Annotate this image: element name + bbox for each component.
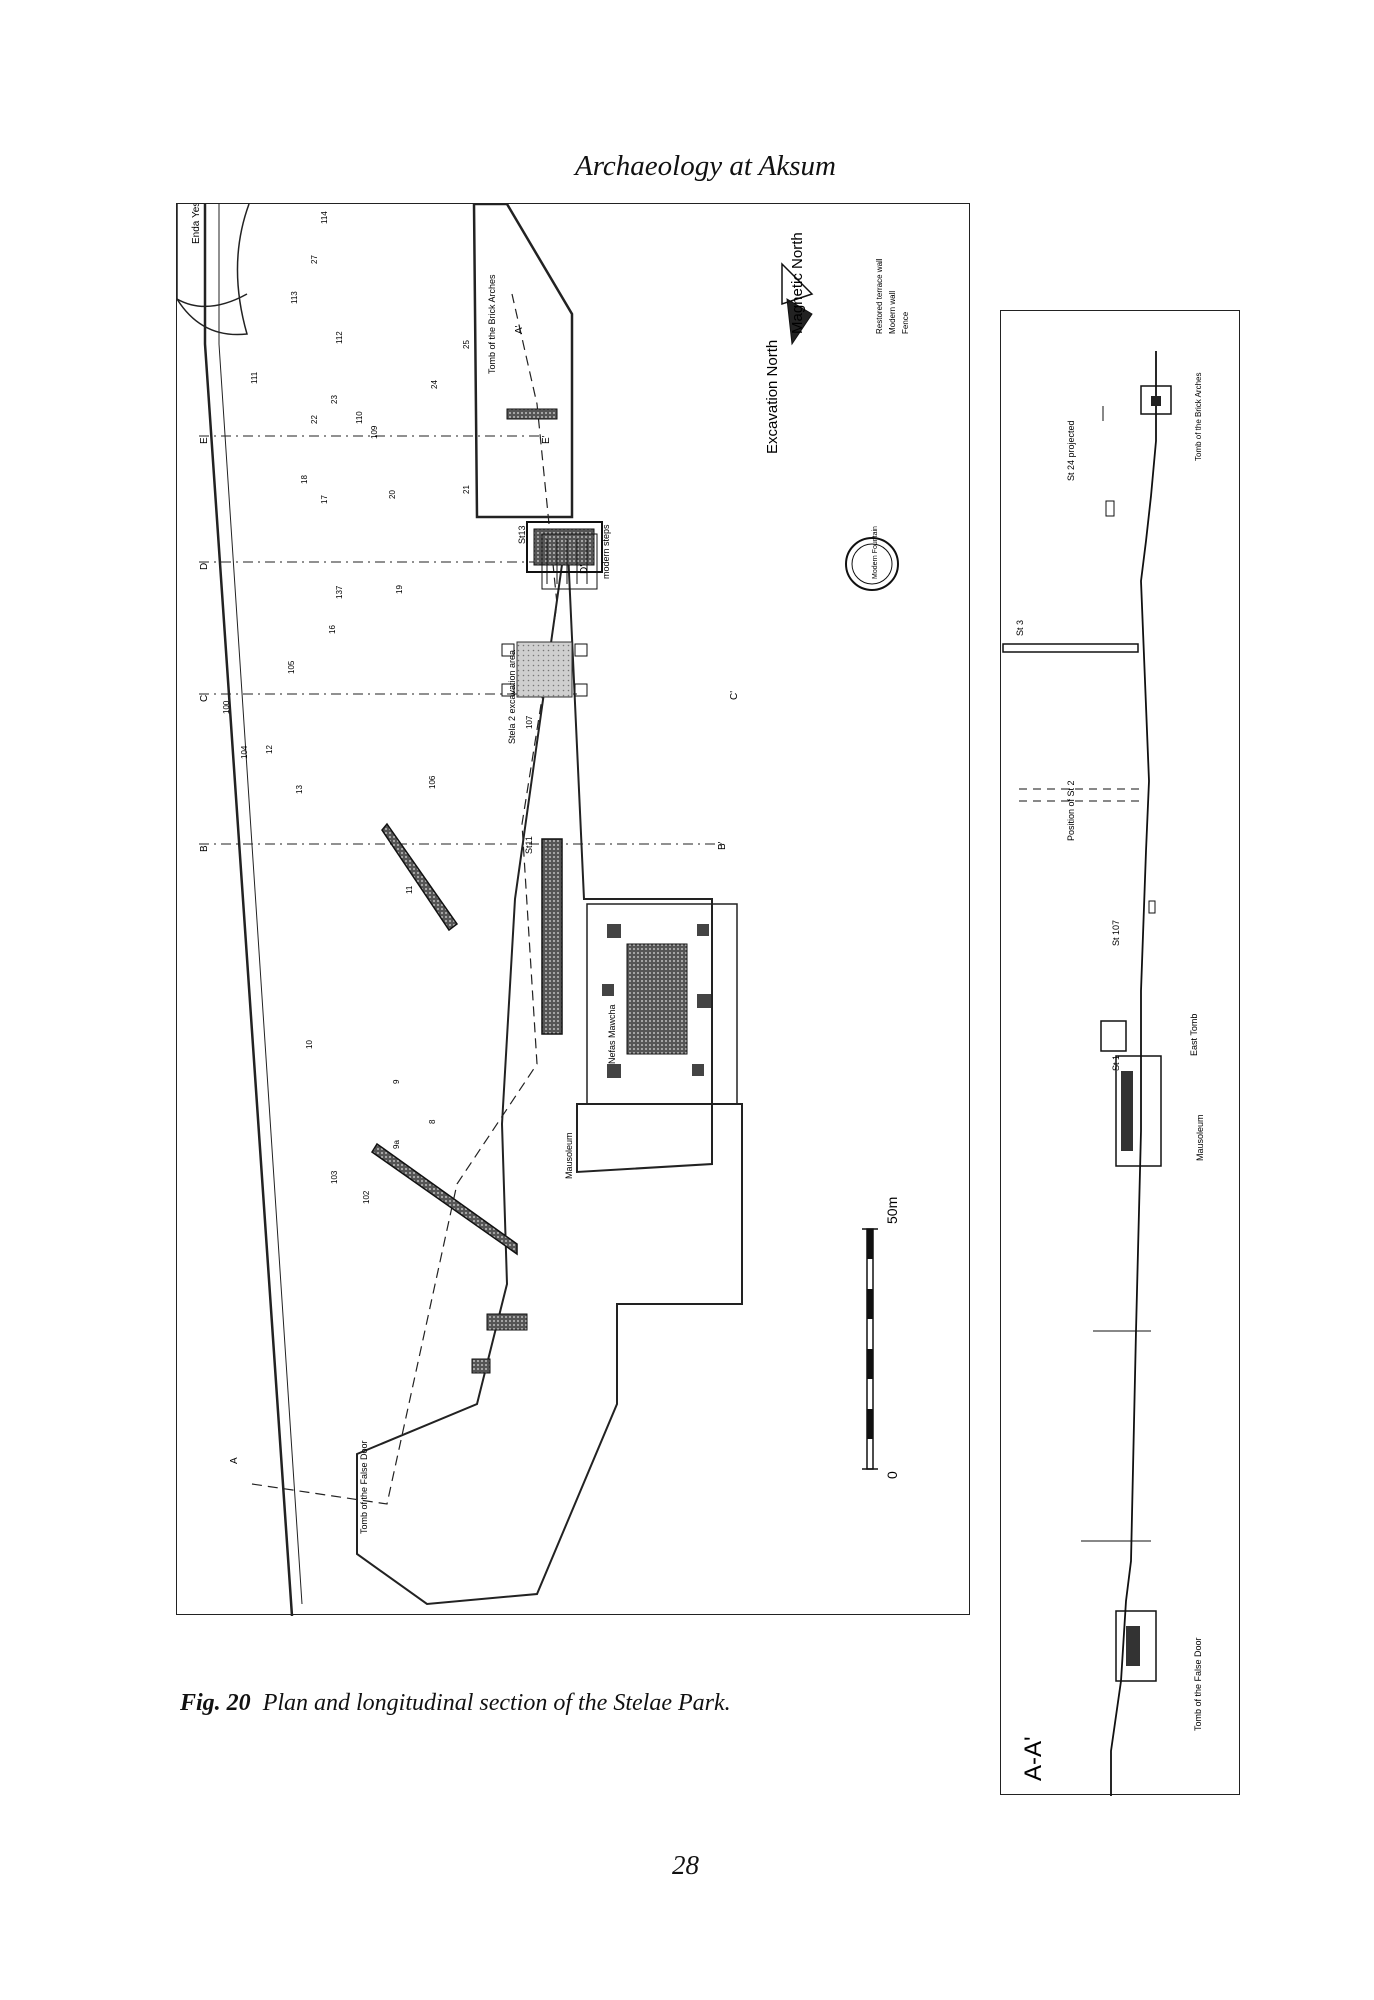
ground-profile <box>1110 351 1157 1796</box>
label-stela2-area: Stela 2 excavation area <box>507 650 517 744</box>
nefas-mawcha-rubble <box>602 924 711 1078</box>
label-modern-steps: modern steps <box>601 524 611 579</box>
stela-num: 137 <box>335 585 344 599</box>
figure-caption: Fig. 20 Plan and longitudinal section of… <box>180 1690 731 1717</box>
stela-1 <box>541 838 563 1035</box>
north-arrow <box>786 298 813 346</box>
stela-num: 18 <box>300 475 309 484</box>
stela-num: 107 <box>525 715 534 729</box>
stela-num: 9a <box>392 1140 401 1149</box>
section-label-false-door: Tomb of the False Door <box>1193 1637 1203 1731</box>
marker-A-prime: A' <box>514 325 525 334</box>
caption-text: Plan and longitudinal section of the Ste… <box>262 1690 731 1716</box>
stela-num: 17 <box>320 495 329 504</box>
site-plan: Enda Yesus churchyard Tomb of the Brick … <box>176 139 970 1617</box>
stela-num: 19 <box>395 585 404 594</box>
stela-number-labels: 114 27 113 112 111 23 22 110 109 24 25 1… <box>222 211 534 1204</box>
marker-C-prime: C' <box>729 691 740 700</box>
label-excavation-north: Excavation North <box>764 340 781 454</box>
label-tomb-false-door: Tomb of the False Door <box>359 1440 369 1534</box>
page-number: 28 <box>672 1850 699 1880</box>
marker-B: B <box>199 845 210 852</box>
running-head: Archaeology at Aksum <box>575 150 836 182</box>
stela-num: 104 <box>240 745 249 759</box>
stela-103 <box>471 1358 491 1374</box>
stela-num: 103 <box>330 1170 339 1184</box>
park-boundary <box>203 204 294 1617</box>
caption-label: Fig. 20 <box>180 1690 251 1716</box>
legend-item-1: Restored terrace wall <box>875 258 884 334</box>
stela-num: 113 <box>290 291 299 304</box>
label-churchyard: Enda Yesus churchyard <box>191 204 202 244</box>
stela-num: 11 <box>405 885 414 894</box>
stela-13 <box>533 528 595 566</box>
stela-num: 22 <box>310 415 319 424</box>
section-label-mausoleum: Mausoleum <box>1195 1114 1205 1161</box>
section-line-aa <box>251 293 558 1505</box>
modern-steps <box>541 533 598 590</box>
stela-num: 100 <box>222 700 231 714</box>
stela-num: 24 <box>430 380 439 389</box>
stela-num: 110 <box>355 411 364 424</box>
stela-num: 10 <box>305 1040 314 1049</box>
section-title: A-A' <box>1020 1736 1047 1781</box>
marker-C: C <box>199 695 210 702</box>
label-st11: St11 <box>524 836 534 854</box>
marker-D: D <box>199 563 210 570</box>
st1-elevation <box>1100 1020 1127 1052</box>
stela-num: 25 <box>462 340 471 349</box>
marker-B-prime: B' <box>717 841 728 850</box>
label-st13: St13 <box>517 525 527 544</box>
stela-num: 9 <box>392 1079 401 1084</box>
stela-num: 16 <box>328 625 337 634</box>
longitudinal-section: A-A' St 24 projected Tomb of the Brick A… <box>1000 310 1240 1796</box>
stela-num: 109 <box>370 425 379 439</box>
section-label-brick-arches: Tomb of the Brick Arches <box>1194 373 1203 461</box>
stela-num: 21 <box>462 485 471 494</box>
st3-elevation <box>1002 643 1139 653</box>
stela-102 <box>486 1313 528 1331</box>
section-label-st1: St 1 <box>1111 1055 1121 1071</box>
legend-item-3: Fence <box>901 311 910 334</box>
marker-D-prime: D' <box>579 565 590 574</box>
label-mausoleum: Mausoleum <box>564 1132 574 1179</box>
legend-item-2: Modern wall <box>888 291 897 334</box>
scale-bar <box>862 1228 878 1470</box>
stela-num: 102 <box>362 1190 371 1204</box>
scale-label-zero: 0 <box>884 1471 900 1479</box>
stela-2-excavation <box>516 641 573 698</box>
marker-E: E <box>199 437 210 444</box>
section-label-st107: St 107 <box>1111 920 1121 946</box>
marker-A: A <box>229 1457 240 1464</box>
stela-num: 8 <box>428 1119 437 1124</box>
stela-num: 12 <box>265 745 274 754</box>
scale-label-max: 50m <box>884 1197 900 1224</box>
marker-E-prime: E' <box>541 435 552 444</box>
stela-num: 13 <box>295 785 304 794</box>
stela-num: 111 <box>250 371 259 384</box>
stela-11 <box>381 822 459 932</box>
label-nefas-mawcha: Nefas Mawcha <box>607 1004 617 1064</box>
stela-num: 114 <box>320 211 329 224</box>
label-fountain: Modern Fountain <box>872 526 879 579</box>
stela-num: 106 <box>428 775 437 789</box>
tomb-brick-arches-area <box>472 202 574 519</box>
section-label-st2: Position of St 2 <box>1066 780 1076 841</box>
nefas-mawcha-area <box>356 528 743 1606</box>
stela-num: 27 <box>310 255 319 264</box>
stela-num: 20 <box>388 490 397 499</box>
modern-fountain <box>845 537 899 591</box>
label-tomb-brick-arches: Tomb of the Brick Arches <box>487 274 497 374</box>
stela-num: 105 <box>287 660 296 674</box>
label-magnetic-north: Magnetic North <box>789 232 806 334</box>
section-label-st3: St 3 <box>1015 620 1025 636</box>
stela-8 <box>370 1142 518 1256</box>
section-label-st24: St 24 projected <box>1066 420 1076 481</box>
section-label-east-tomb: East Tomb <box>1189 1014 1199 1056</box>
stela-num: 112 <box>335 331 344 344</box>
stela-num: 23 <box>330 395 339 404</box>
